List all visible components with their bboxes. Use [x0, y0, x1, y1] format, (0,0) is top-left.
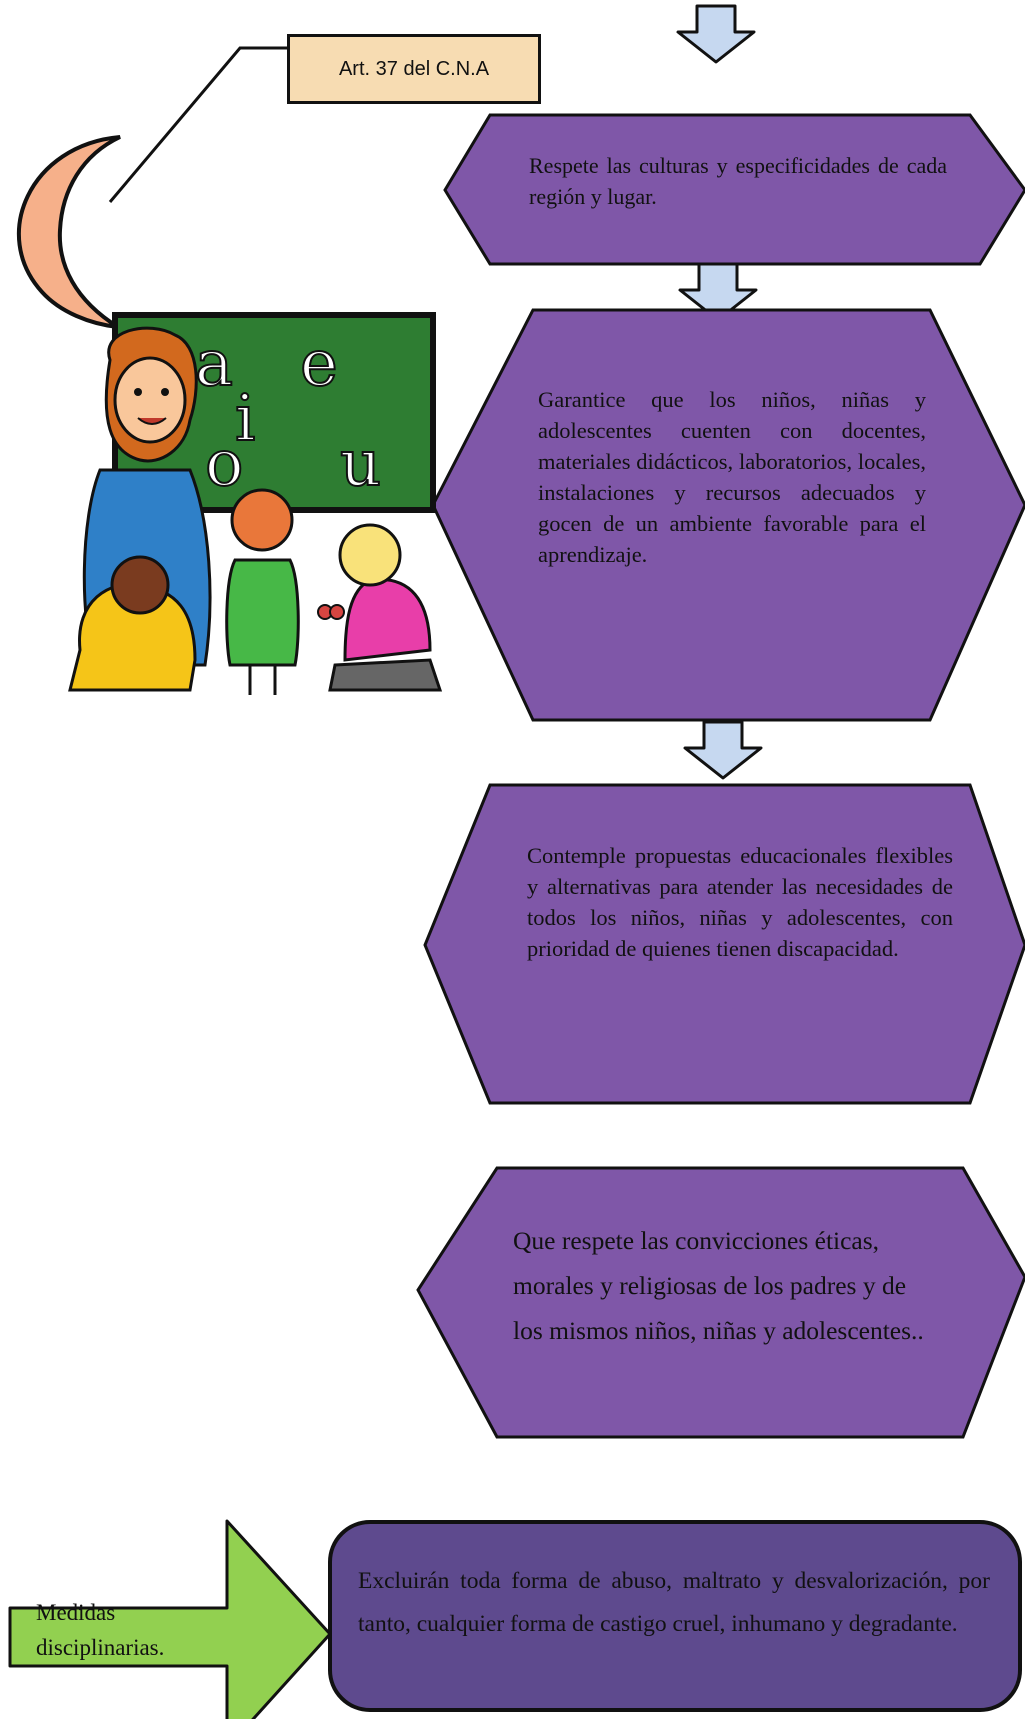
- measures-text: Excluirán toda forma de abuso, maltrato …: [358, 1568, 990, 1637]
- down-arrow-1: [676, 4, 756, 64]
- step-1-text: Respete las culturas y especificidades d…: [529, 153, 947, 209]
- hexagon-4: [416, 1166, 1025, 1439]
- hexagon-1: [443, 113, 1025, 266]
- teacher-face: [113, 356, 187, 444]
- crescent-moon-shape: [16, 135, 121, 329]
- student-green: [225, 558, 300, 667]
- step-4-text: Que respete las convicciones éticas, mor…: [513, 1226, 924, 1345]
- rounded-box: [328, 1520, 1022, 1712]
- board-letter-u: u: [340, 427, 381, 501]
- green-right-arrow: [8, 1519, 332, 1719]
- hexagon-3: [423, 783, 1025, 1105]
- board-letter-a: a: [195, 327, 233, 401]
- measures-label: Medidas disciplinarias.: [36, 1600, 165, 1660]
- step-2-text: Garantice que los niños, niñas y adolesc…: [538, 387, 926, 567]
- down-arrow-3: [683, 720, 763, 780]
- board-letter-o: o: [205, 427, 244, 501]
- step-3-text: Contemple propuestas educacionales flexi…: [527, 843, 953, 961]
- board-letter-e: e: [300, 327, 338, 401]
- article-label: Art. 37 del C.N.A: [287, 34, 541, 104]
- callout-line: [108, 46, 287, 203]
- classroom-illustration: a e i o u: [68, 312, 443, 695]
- student-pink: [343, 577, 432, 662]
- board-letter-i: i: [235, 382, 255, 456]
